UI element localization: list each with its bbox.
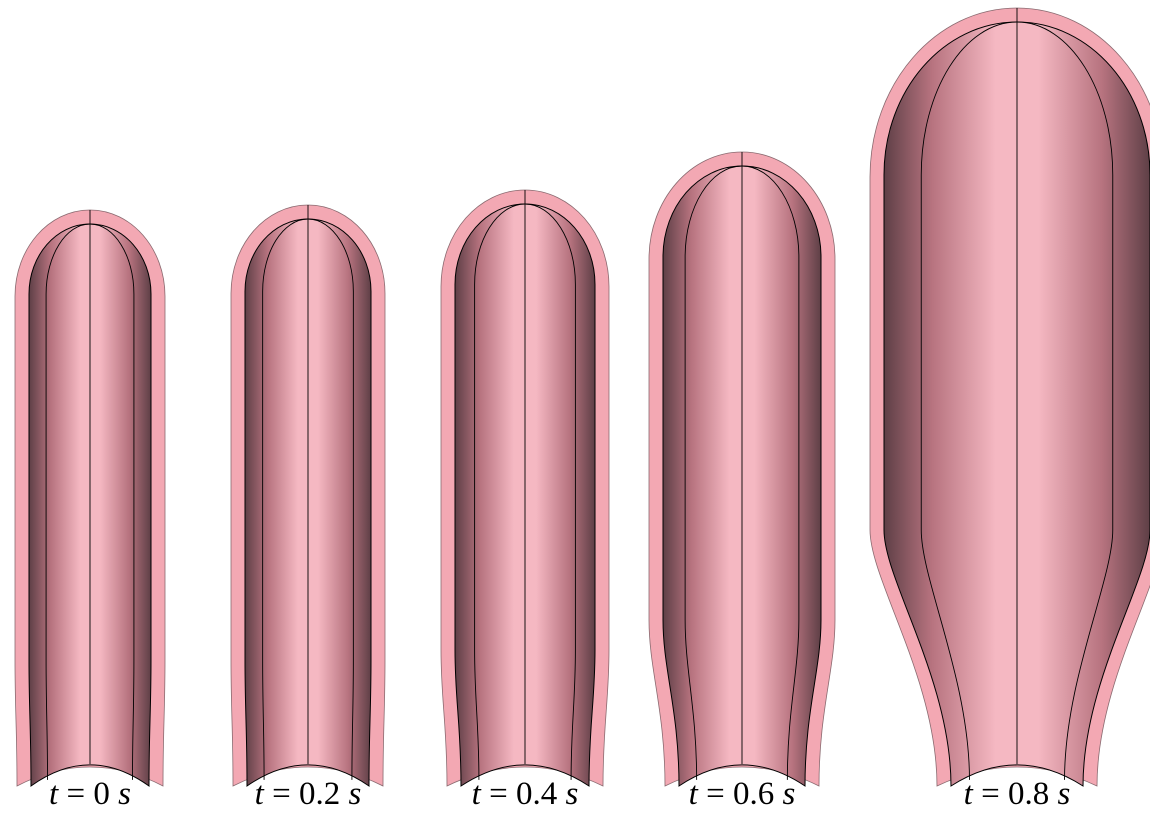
balloon-panel [15, 210, 165, 786]
balloon-panel [870, 8, 1150, 786]
time-variable: t [49, 776, 58, 812]
time-caption: t = 0.4 s [472, 770, 579, 818]
balloon-panel [649, 152, 835, 786]
equals-sign: = [973, 776, 1008, 812]
time-unit: s [565, 776, 578, 812]
time-variable: t [472, 776, 481, 812]
time-unit: s [782, 776, 795, 812]
balloon-panel [231, 205, 385, 786]
time-value: 0.8 [1008, 776, 1058, 812]
time-value: 0.4 [516, 776, 566, 812]
time-caption: t = 0 s [49, 770, 131, 818]
time-variable: t [255, 776, 264, 812]
time-unit: s [348, 776, 361, 812]
time-value: 0.2 [299, 776, 349, 812]
time-unit: s [1057, 776, 1070, 812]
time-caption: t = 0.2 s [255, 770, 362, 818]
balloon-panel [441, 190, 609, 786]
time-variable: t [689, 776, 698, 812]
equals-sign: = [698, 776, 733, 812]
equals-sign: = [58, 776, 93, 812]
time-caption: t = 0.8 s [964, 770, 1071, 818]
time-value: 0.6 [733, 776, 783, 812]
time-variable: t [964, 776, 973, 812]
time-unit: s [118, 776, 131, 812]
equals-sign: = [481, 776, 516, 812]
equals-sign: = [264, 776, 299, 812]
time-caption: t = 0.6 s [689, 770, 796, 818]
time-value: 0 [93, 776, 118, 812]
